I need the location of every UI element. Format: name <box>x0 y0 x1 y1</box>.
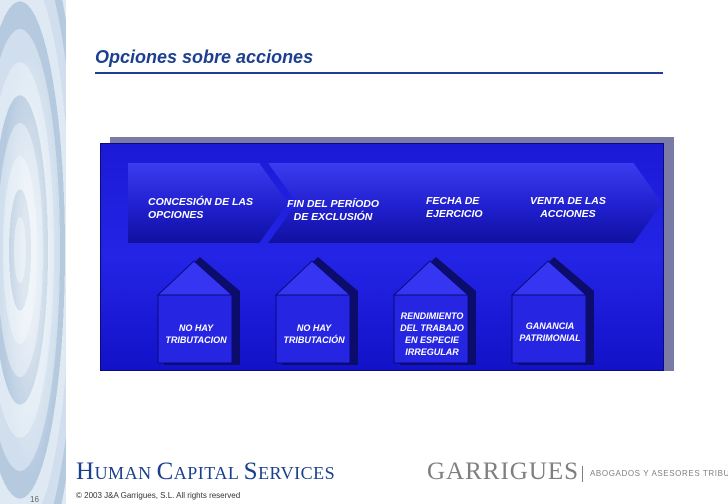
result-arrow-1 <box>154 255 246 367</box>
copyright-text: © 2003 J&A Garrigues, S.L. All rights re… <box>76 491 241 500</box>
result-arrow-2 <box>272 255 364 367</box>
page-number: 16 <box>30 495 39 504</box>
title-underline <box>95 72 663 74</box>
result-arrow-4 <box>508 255 600 367</box>
garrigues-logo: GARRIGUES <box>427 458 580 485</box>
step-chevron-1 <box>128 163 288 243</box>
human-capital-services-logo: HUMAN CAPITAL SERVICES <box>76 458 336 485</box>
result-arrow-3 <box>390 255 482 367</box>
garrigues-subtitle: ABOGADOS Y ASESORES TRIBUTARIOS <box>590 469 728 478</box>
water-background-image <box>0 0 66 504</box>
slide-title: Opciones sobre acciones <box>95 47 314 67</box>
logo-divider <box>582 466 583 482</box>
